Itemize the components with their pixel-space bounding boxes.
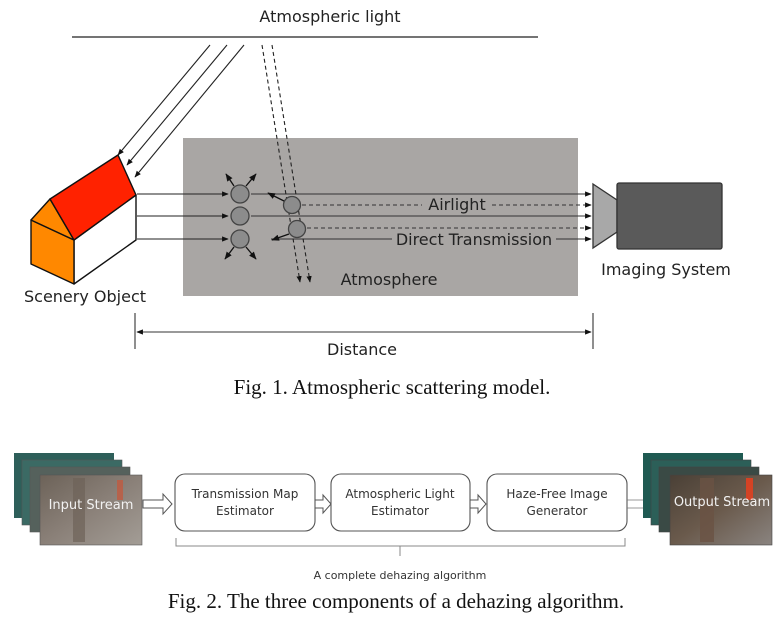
airlight-label: Airlight: [428, 195, 485, 214]
house-roof: [49, 154, 137, 241]
reflected-rays: [137, 191, 229, 242]
imaging-system-label: Imaging System: [601, 260, 731, 279]
figure-1-caption: Fig. 1. Atmospheric scattering model.: [234, 375, 551, 399]
output-stream-label: Output Stream: [674, 495, 770, 510]
camera-body: [616, 182, 723, 250]
camera-lens: [592, 182, 618, 250]
scatter-arrows: [224, 173, 290, 260]
brace-line: [175, 538, 626, 547]
atmosphere-label: Atmosphere: [341, 270, 438, 289]
particle: [230, 206, 250, 226]
light-ray: [117, 44, 211, 156]
scatter-arrow: [245, 173, 257, 187]
airlight-particle: [287, 219, 307, 239]
hollow-arrow: [469, 493, 487, 515]
scenery-object-house: [30, 154, 137, 285]
dashed-light-ray: [271, 44, 312, 283]
airlight-particle: [282, 195, 302, 215]
hollow-arrow: [142, 492, 173, 516]
component-label-line2: Estimator: [371, 504, 429, 518]
component-label-line2: Generator: [527, 504, 588, 518]
figure-2-caption: Fig. 2. The three components of a dehazi…: [168, 589, 624, 613]
dashed-light-ray: [261, 44, 302, 283]
scatter-arrow: [271, 233, 290, 241]
direct-light-rays: [117, 44, 245, 178]
figure-1: Atmospheric light Scenery Object: [24, 7, 731, 399]
input-stream-label: Input Stream: [49, 498, 134, 513]
frame-detail: [746, 478, 753, 500]
component-box: [174, 473, 316, 532]
algorithm-brace: [175, 538, 626, 556]
output-stream-frames: Output Stream: [643, 453, 773, 546]
atmospheric-light-label: Atmospheric light: [259, 7, 400, 26]
scatter-arrow: [224, 246, 235, 260]
figure-2: Input Stream Transmission Map Estimator …: [14, 453, 773, 613]
imaging-system-camera: [592, 182, 723, 250]
component-box: [486, 473, 628, 532]
brace-label: A complete dehazing algorithm: [314, 569, 487, 582]
scattered-atmospheric-light: [261, 44, 312, 283]
component-box-haze-free-generator: Haze-Free Image Generator: [486, 473, 628, 532]
input-stream-frames: Input Stream: [14, 453, 143, 546]
scatter-arrow: [267, 192, 285, 202]
hollow-arrow: [314, 493, 332, 515]
component-label-line1: Atmospheric Light: [345, 487, 455, 501]
component-label-line1: Haze-Free Image: [506, 487, 607, 501]
scattering-particles: [230, 184, 307, 249]
stream-frame-front: [669, 474, 773, 546]
particle: [230, 229, 250, 249]
light-ray: [134, 44, 245, 178]
component-label-line1: Transmission Map: [191, 487, 299, 501]
frame-detail: [117, 480, 123, 500]
component-box-atmospheric-light: Atmospheric Light Estimator: [330, 473, 471, 532]
light-ray: [126, 44, 228, 166]
distance-indicator: [134, 313, 594, 349]
stream-frame-front: [39, 474, 143, 546]
direct-transmission-label: Direct Transmission: [396, 230, 552, 249]
scenery-object-label: Scenery Object: [24, 287, 146, 306]
component-label-line2: Estimator: [216, 504, 274, 518]
scatter-arrow: [245, 246, 257, 260]
distance-label: Distance: [327, 340, 397, 359]
particle: [230, 184, 250, 204]
scatter-arrow: [225, 173, 235, 187]
component-box-transmission-map: Transmission Map Estimator: [174, 473, 316, 532]
component-box: [330, 473, 471, 532]
frame-pillar: [700, 478, 714, 542]
airlight-rays: [302, 202, 592, 231]
direct-transmission-rays: [251, 191, 592, 242]
frame-pillar: [73, 478, 85, 542]
